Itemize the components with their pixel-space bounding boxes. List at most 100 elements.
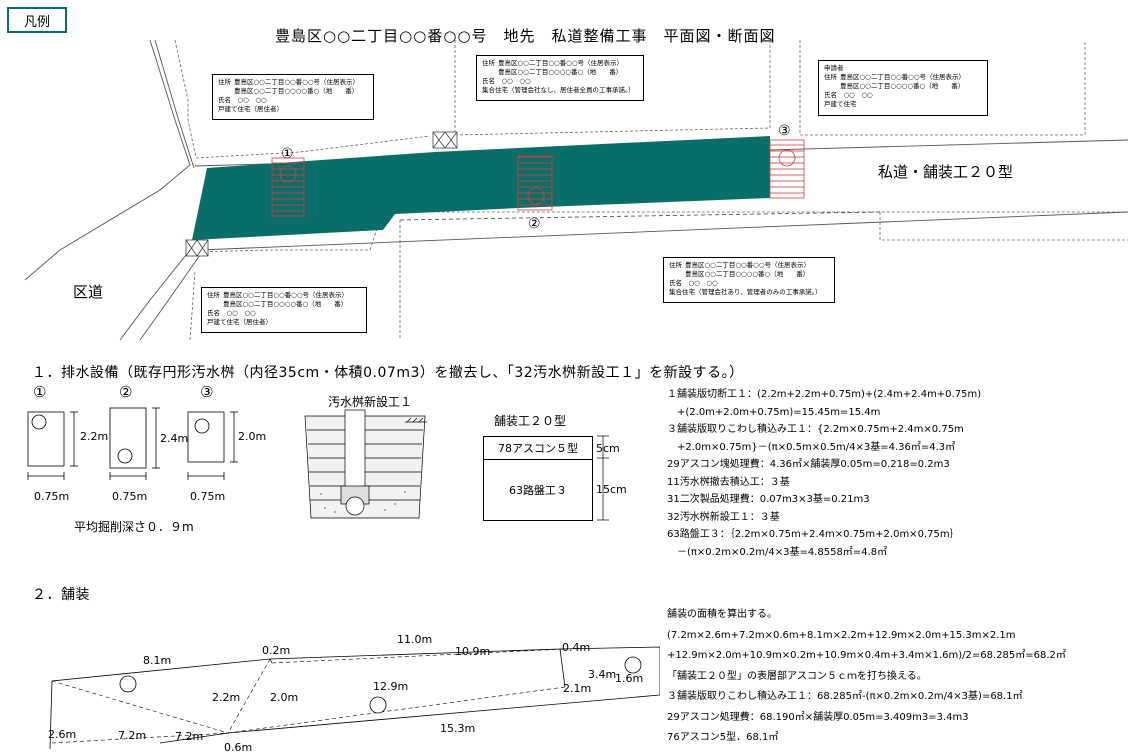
address-line: 豊島区○○二丁目○○○○番○（地 番） — [234, 87, 359, 95]
calc-line: 11汚水桝撤去積込工：３基 — [667, 476, 790, 488]
addr-label: 住所 — [207, 291, 220, 299]
dim-label: 0.6m — [224, 741, 253, 754]
calc-line: 「舗装工２０型」の表層部アスコン５ｃｍを打ち換える。 — [667, 670, 927, 682]
calc-block-paving: 舗装の面積を算出する。 (7.2m×2.6m+7.2m×0.6m+8.1m×2.… — [667, 605, 1066, 749]
dim-label: 7.2m — [175, 730, 204, 743]
pave-section-title: 舗装工２０型 — [494, 414, 567, 428]
owner-name: 氏名 ○○ ○○ — [207, 309, 256, 317]
owner-note: 戸建て住宅 — [824, 100, 857, 108]
owner-box-top-left: 住所 豊島区○○二丁目○○番○○号（住居表示）豊島区○○二丁目○○○○番○（地 … — [212, 74, 374, 120]
basin-section-title: 汚水桝新設工１ — [328, 395, 413, 409]
owner-note: 集合住宅（管理会社なし、居住者全員の工事承諾。） — [482, 86, 635, 94]
plan-drawing: ① ② ③ — [24, 40, 1128, 340]
section-2-heading: ２．舗装 — [32, 587, 90, 603]
address-line: 豊島区○○二丁目○○番○○号（住居表示） — [840, 73, 966, 81]
paved-area — [192, 136, 770, 240]
calc-line: 29アスコン処理費：68.190㎡×舗装厚0.05m=3.409m3=3.4m3 — [667, 711, 969, 723]
address-line: 豊島区○○二丁目○○○○番○（地 番） — [223, 300, 348, 308]
basin-width-1: 0.75m — [34, 490, 70, 503]
dim-label: 2.1m — [563, 682, 592, 695]
address-line: 豊島区○○二丁目○○番○○号（住居表示） — [498, 59, 624, 67]
basin-height-3: 2.0m — [238, 430, 267, 443]
basin-width-2: 0.75m — [112, 490, 148, 503]
dim-label: 3.4m — [588, 668, 617, 681]
pave-dimension-lines — [597, 435, 609, 521]
pave-layer-surface: 78アスコン５型 — [484, 437, 592, 460]
calc-line: 舗装の面積を算出する。 — [667, 609, 777, 620]
calc-line: ３舗装版取りこわし積込み工１：68.285㎡-(π×0.2m×0.2m/4×3基… — [667, 691, 1023, 702]
addr-label: 住所 — [824, 73, 837, 81]
dim-label: 7.2m — [118, 729, 147, 742]
dim-label: 1.6m — [615, 672, 644, 685]
dim-label: 12.9m — [373, 680, 409, 693]
calc-line: 32汚水桝新設工１：３基 — [667, 511, 780, 523]
dim-label: 2.2m — [212, 691, 241, 704]
pave-thickness-base: 15cm — [596, 483, 627, 496]
applicant-label: 申請者 — [824, 64, 844, 72]
road-label-ward: 区道 — [73, 283, 104, 301]
owner-note: 戸建て住宅（居住者） — [207, 318, 272, 326]
dim-label: 0.2m — [262, 644, 291, 657]
owner-box-bottom-left: 住所 豊島区○○二丁目○○番○○号（住居表示）豊島区○○二丁目○○○○番○（地 … — [201, 287, 367, 333]
basin-width-3: 0.75m — [190, 490, 226, 503]
owner-name: 氏名 ○○ ○○ — [482, 77, 531, 85]
marker-1: ① — [281, 146, 294, 162]
basin-section-drawing — [304, 409, 427, 519]
calc-line: １舗装版切断工１：(2.2m+2.2m+0.75m)+(2.4m+2.4m+0.… — [667, 389, 982, 400]
calc-line: (7.2m×2.6m+7.2m×0.6m+8.1m×2.2m+12.9m×2.0… — [667, 629, 1016, 641]
calc-line: +2.0m×0.75m}－(π×0.5m×0.5m/4×3基=4.36㎡=4.3… — [667, 441, 956, 453]
addr-label: 住所 — [218, 78, 231, 86]
owner-name: 氏名 ○○ ○○ — [218, 96, 267, 104]
avg-depth-note: 平均掘削深さ０．９m — [74, 520, 194, 534]
dim-label: 0.4m — [562, 641, 591, 654]
page-title: 豊島区○○二丁目○○番○○号 地先 私道整備工事 平面図・断面図 — [275, 27, 776, 45]
boundary-line — [399, 211, 881, 221]
calc-line: +(2.0m+2.0m+0.75m)=15.45m=15.4m — [667, 406, 881, 418]
section-1-heading: １．排水設備（既存円形汚水桝（内径35cm・体積0.07m3）を撤去し、「32汚… — [32, 365, 744, 381]
dim-label: 11.0m — [397, 633, 433, 646]
calc-line: 29アスコン塊処理費：4.36㎡×舗装厚0.05m=0.218=0.2m3 — [667, 459, 950, 470]
road-label-private: 私道・舗装工２０型 — [878, 163, 1014, 181]
owner-name: 氏名 ○○ ○○ — [669, 279, 718, 287]
owner-box-top-center: 住所 豊島区○○二丁目○○番○○号（住居表示）豊島区○○二丁目○○○○番○（地 … — [476, 55, 644, 101]
address-line: 豊島区○○二丁目○○○○番○（地 番） — [840, 82, 965, 90]
calc-line: +12.9m×2.0m+10.9m×0.2m+10.9m×0.4m+3.4m×1… — [667, 650, 1066, 661]
addr-label: 住所 — [482, 59, 495, 67]
cross-boxes — [185, 131, 458, 257]
calc-block-drainage: １舗装版切断工１：(2.2m+2.2m+0.75m)+(2.4m+2.4m+0.… — [667, 386, 981, 561]
address-line: 豊島区○○二丁目○○番○○号（住居表示） — [685, 261, 811, 269]
owner-note: 集合住宅（管理会社あり、管理者のみの工事承諾。） — [669, 288, 822, 296]
owner-name: 氏名 ○○ ○○ — [824, 91, 873, 99]
owner-note: 戸建て住宅（居住者） — [218, 105, 283, 113]
calc-line: －(π×0.2m×0.2m/4×3基=4.8558㎡=4.8㎡ — [667, 546, 888, 558]
marker-3: ③ — [778, 123, 791, 139]
basin-height-2: 2.4m — [160, 432, 189, 445]
basin-height-1: 2.2m — [80, 430, 109, 443]
basin-num-2: ② — [119, 383, 133, 401]
dim-label: 2.6m — [48, 728, 77, 741]
calc-line: 31二次製品処理費：0.07m3×3基=0.21m3 — [667, 494, 870, 505]
pave-thickness-surface: 5cm — [596, 442, 620, 455]
basin-diagrams — [27, 407, 238, 480]
marker-2: ② — [528, 216, 541, 232]
owner-box-top-right: 申請者 住所 豊島区○○二丁目○○番○○号（住居表示）豊島区○○二丁目○○○○番… — [818, 60, 988, 116]
calc-line: ３舗装版取りこわし積込み工１：{2.2m×0.75m+2.4m×0.75m — [667, 424, 964, 435]
pave-section-box: 78アスコン５型 63路盤工３ — [483, 436, 593, 521]
legend-tag: 凡例 — [7, 7, 67, 33]
dim-label: 15.3m — [440, 722, 476, 735]
dim-label: 10.9m — [455, 645, 491, 658]
addr-label: 住所 — [669, 261, 682, 269]
address-line: 豊島区○○二丁目○○○○番○（地 番） — [498, 68, 623, 76]
basin-num-3: ③ — [200, 383, 214, 401]
dim-label: 8.1m — [143, 654, 172, 667]
pave-layer-base: 63路盤工３ — [509, 484, 567, 497]
paving-area-diagram — [49, 646, 660, 749]
calc-line: 76アスコン5型．68.1㎡ — [667, 732, 779, 743]
address-line: 豊島区○○二丁目○○番○○号（住居表示） — [234, 78, 360, 86]
owner-box-bottom-right: 住所 豊島区○○二丁目○○番○○号（住居表示）豊島区○○二丁目○○○○番○（地 … — [663, 257, 835, 303]
dim-label: 2.0m — [270, 691, 299, 704]
calc-line: 63路盤工３：｛2.2m×0.75m+2.4m×0.75m+2.0m×0.75m… — [667, 529, 960, 540]
address-line: 豊島区○○二丁目○○○○番○（地 番） — [685, 270, 810, 278]
address-line: 豊島区○○二丁目○○番○○号（住居表示） — [223, 291, 349, 299]
basin-circles — [279, 149, 796, 205]
